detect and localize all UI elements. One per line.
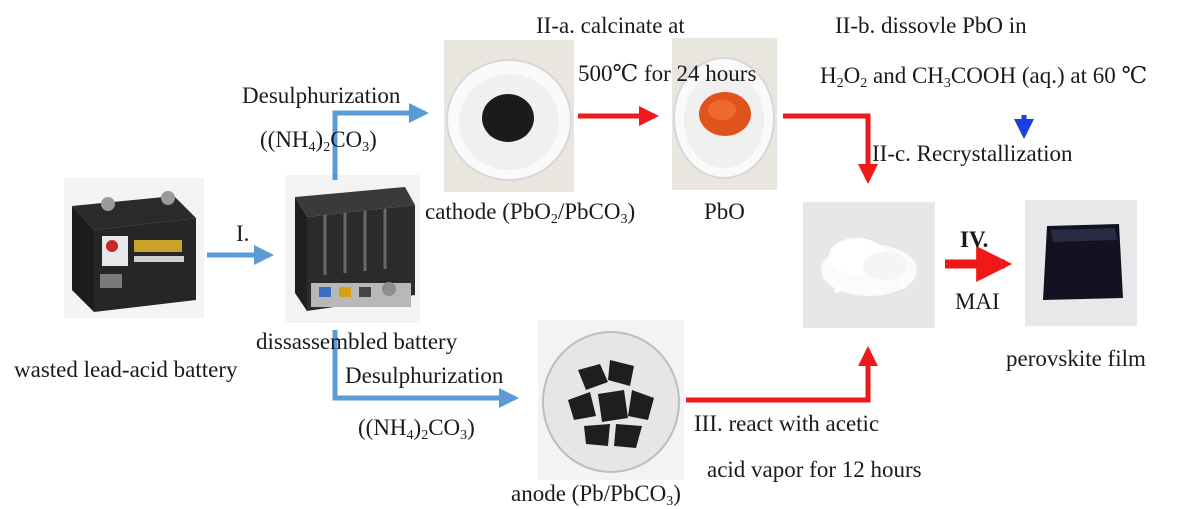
cathode-label: cathode (PbO2/PbCO3) (425, 199, 636, 227)
arrow-desulph-top (332, 103, 429, 180)
anode-photo (538, 320, 684, 480)
desulph-top-formula: ((NH4)2CO3) (260, 127, 377, 155)
pbo-label: PbO (704, 199, 745, 224)
step2a-line1: II-a. calcinate at (536, 13, 685, 38)
step4-reagent: MAI (955, 289, 1000, 314)
arrow-desulph-bottom (332, 330, 519, 408)
step3-line1: III. react with acetic (694, 411, 880, 436)
disassembled-battery-photo (285, 175, 420, 323)
film-label: perovskite film (1006, 346, 1146, 371)
step1-label: I. (236, 221, 250, 246)
battery-label: wasted lead-acid battery (14, 357, 238, 382)
desulph-top-label: Desulphurization (242, 83, 401, 108)
disassembled-label: dissassembled battery (256, 329, 458, 354)
arrow-react-acetic (686, 346, 878, 403)
step4-label: IV. (960, 227, 989, 252)
desulph-bottom-label: Desulphurization (345, 363, 504, 388)
step2c-label: II-c. Recrystallization (872, 141, 1073, 166)
desulph-bottom-formula: ((NH4)2CO3) (358, 415, 475, 443)
step2a-line2: 500℃ for 24 hours (578, 61, 757, 86)
recrystallized-pbi2-photo (803, 202, 935, 328)
step3-line2: acid vapor for 12 hours (707, 457, 922, 482)
step2b-line2: H2O2 and CH3COOH (aq.) at 60 ℃ (820, 63, 1148, 91)
step2b-line1: II-b. dissovle PbO in (835, 13, 1027, 38)
cathode-photo (444, 40, 574, 192)
anode-label: anode (Pb/PbCO3) (511, 481, 681, 509)
perovskite-film-photo (1025, 200, 1137, 326)
battery-photo (64, 178, 204, 318)
pbo-photo (672, 38, 777, 190)
arrow-dissolve (783, 113, 878, 184)
